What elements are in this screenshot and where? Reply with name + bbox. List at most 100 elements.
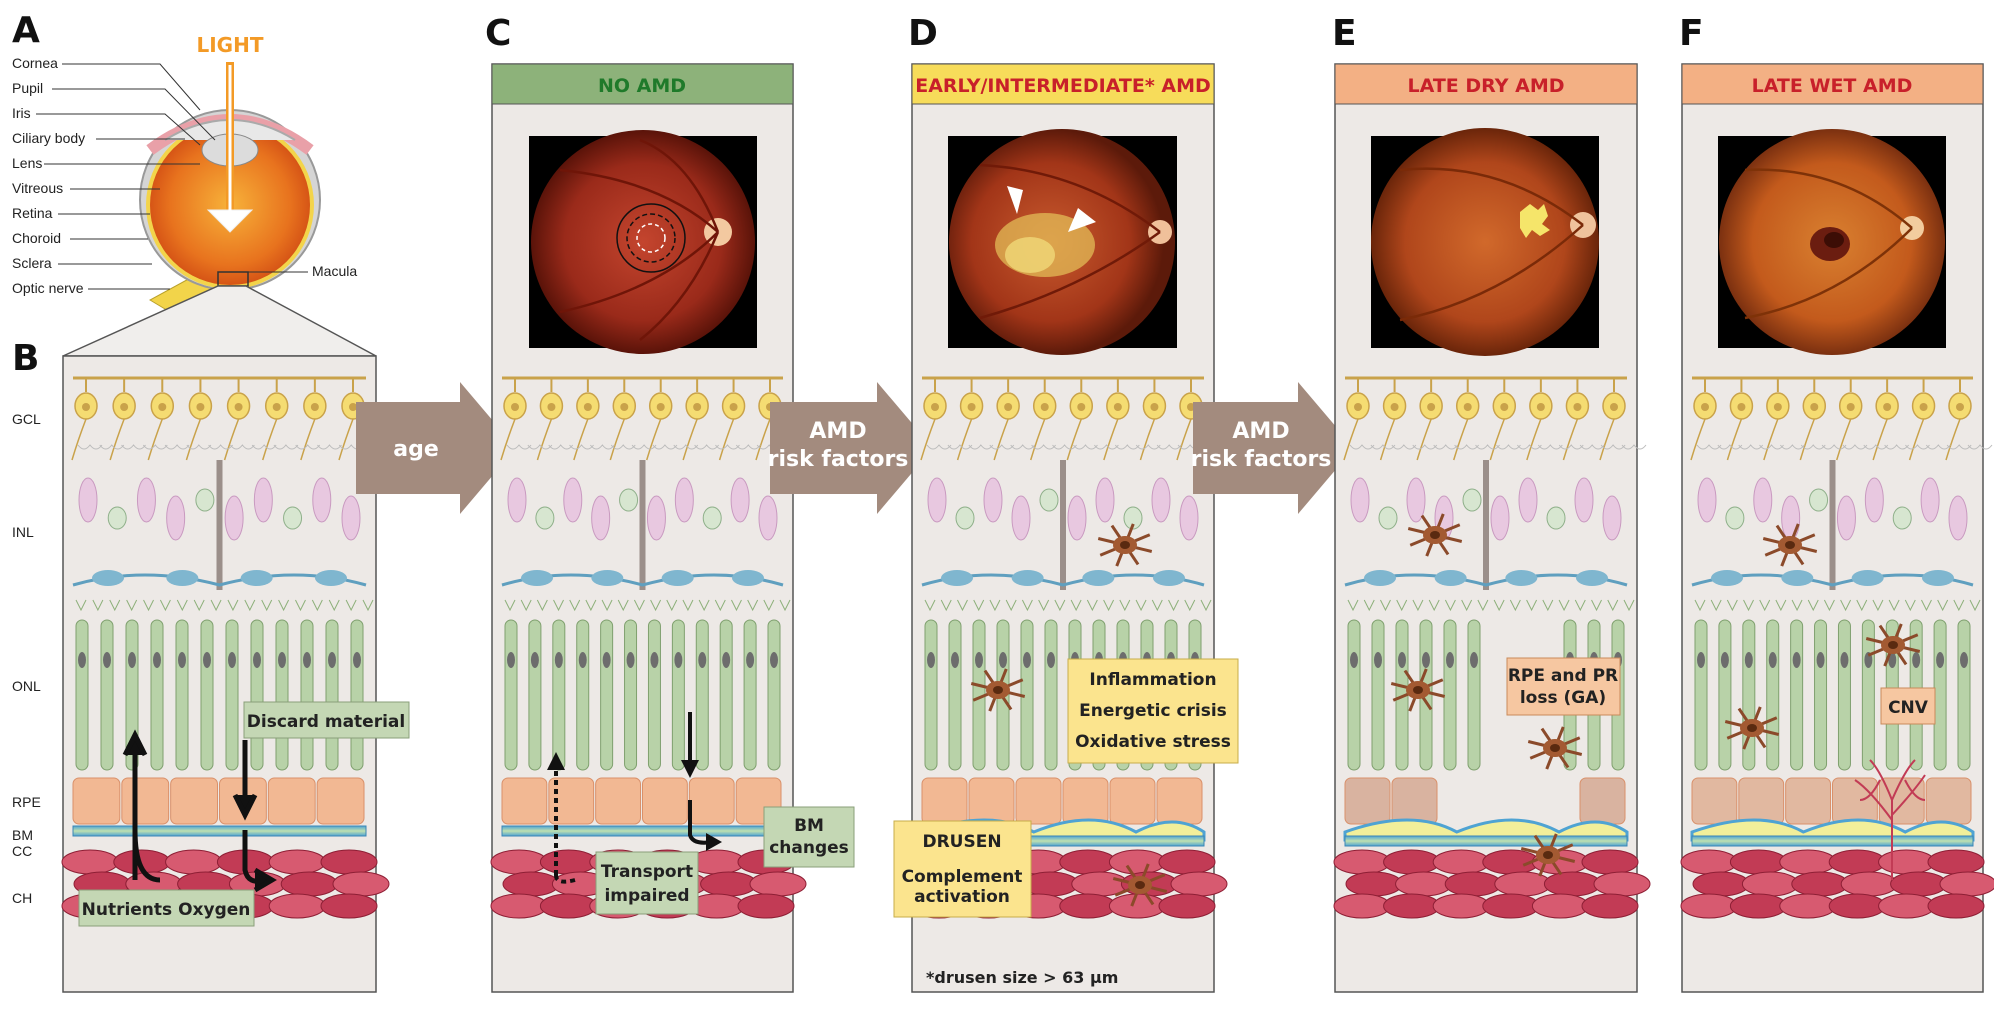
risk-factors-arrow-2 bbox=[1193, 382, 1354, 514]
nutrients-oxygen-label: Nutrients Oxygen bbox=[82, 900, 251, 920]
inner-nuclear-cells bbox=[78, 460, 361, 590]
eye-label-choroid: Choroid bbox=[12, 230, 61, 246]
panel-d-header bbox=[911, 63, 1215, 105]
bruchs-membrane bbox=[1343, 818, 1629, 847]
age-arrow bbox=[356, 382, 516, 514]
choroid-vessels bbox=[1333, 849, 1651, 919]
eye-label-optic-nerve: Optic nerve bbox=[12, 280, 84, 296]
stress-box bbox=[1067, 658, 1239, 764]
layer-label-bm: BM bbox=[12, 827, 33, 843]
macrophage-cell bbox=[1407, 513, 1463, 557]
outer-plexiform-layer bbox=[924, 599, 1212, 612]
retina-layers-e bbox=[1333, 376, 1651, 919]
transport-impaired-line2: impaired bbox=[604, 886, 689, 906]
fundus-photo-normal bbox=[529, 130, 757, 354]
choroid-vessels bbox=[1680, 849, 1994, 919]
panel-e-header-label: LATE DRY AMD bbox=[1407, 75, 1564, 97]
outer-plexiform-layer bbox=[75, 599, 374, 612]
rpe-layer bbox=[1344, 777, 1626, 825]
stress-oxidative: Oxidative stress bbox=[1075, 732, 1231, 752]
macrophage-cell bbox=[1527, 726, 1583, 770]
horizontal-cells bbox=[72, 570, 367, 587]
cnv-box bbox=[1880, 687, 1936, 725]
panel-label-c: C bbox=[485, 13, 511, 54]
panel-label-a: A bbox=[12, 10, 40, 51]
risk-factors-arrow-1-line2: risk factors bbox=[768, 447, 909, 472]
bruchs-membrane bbox=[1690, 818, 1975, 847]
macrophage-cell bbox=[1520, 833, 1576, 877]
macrophage-cell bbox=[970, 668, 1026, 712]
discard-material-label: Discard material bbox=[247, 712, 405, 732]
layer-label-rpe: RPE bbox=[12, 794, 41, 810]
macrophage-cell bbox=[1724, 706, 1780, 750]
outer-plexiform-layer bbox=[1694, 599, 1981, 612]
light-label: LIGHT bbox=[197, 33, 264, 57]
macrophage-cell bbox=[1865, 623, 1921, 667]
rpe-pr-loss-box bbox=[1506, 657, 1621, 716]
layer-labels: GCL INL ONL RPE BM CC CH bbox=[12, 411, 41, 906]
cnv-label: CNV bbox=[1888, 698, 1929, 718]
inner-plexiform-layer bbox=[506, 444, 803, 450]
outer-plexiform-layer bbox=[1347, 599, 1635, 612]
eye-label-iris: Iris bbox=[12, 105, 31, 121]
photoreceptors bbox=[504, 619, 781, 771]
zoom-wedge bbox=[62, 285, 377, 357]
horizontal-cells bbox=[1344, 570, 1628, 587]
fundus-photo-early-amd bbox=[948, 129, 1177, 355]
drusen-footnote: *drusen size > 63 µm bbox=[926, 968, 1118, 987]
eye-label-ciliary-body: Ciliary body bbox=[12, 130, 85, 146]
macrophage-cell bbox=[1390, 668, 1446, 712]
discard-material-box bbox=[243, 701, 410, 739]
stress-inflammation: Inflammation bbox=[1089, 670, 1216, 690]
panel-f-header bbox=[1681, 63, 1984, 105]
ganglion-cells bbox=[500, 378, 782, 461]
ganglion-cells bbox=[1343, 378, 1626, 461]
nutrients-oxygen-box bbox=[78, 889, 255, 927]
horizontal-cells bbox=[1691, 570, 1974, 587]
eye-illustration bbox=[139, 62, 321, 316]
complement-line2: activation bbox=[914, 887, 1010, 907]
panel-b-flow-arrows bbox=[122, 729, 277, 893]
fundus-photo-dry-amd bbox=[1371, 128, 1599, 356]
inner-plexiform-layer bbox=[1349, 444, 1647, 450]
panel-label-d: D bbox=[908, 13, 938, 54]
risk-factors-arrow-1-line1: AMD bbox=[809, 419, 866, 444]
panel-c-header-label: NO AMD bbox=[598, 75, 686, 97]
layer-label-cc: CC bbox=[12, 843, 32, 859]
panel-f-header-label: LATE WET AMD bbox=[1752, 75, 1913, 97]
layer-label-gcl: GCL bbox=[12, 411, 41, 427]
drusen-label: DRUSEN bbox=[922, 832, 1001, 852]
bm-changes-line2: changes bbox=[769, 838, 849, 858]
ganglion-cells bbox=[1690, 378, 1972, 461]
bruchs-membrane bbox=[72, 825, 367, 837]
complement-line1: Complement bbox=[902, 867, 1023, 887]
layer-label-ch: CH bbox=[12, 890, 32, 906]
transport-impaired-line1: Transport bbox=[601, 862, 693, 882]
horizontal-cells bbox=[921, 570, 1205, 587]
age-arrow-label: age bbox=[393, 437, 439, 462]
risk-factors-arrow-2-line2: risk factors bbox=[1191, 447, 1332, 472]
horizontal-cells bbox=[501, 570, 784, 587]
eye-label-pupil: Pupil bbox=[12, 80, 43, 96]
fundus-photo-wet-amd bbox=[1718, 129, 1946, 355]
layer-label-onl: ONL bbox=[12, 678, 41, 694]
risk-factors-arrow-2-line1: AMD bbox=[1232, 419, 1289, 444]
bruchs-membrane bbox=[501, 825, 784, 837]
rpe-pr-loss-line1: RPE and PR bbox=[1508, 666, 1618, 686]
macrophage-cell bbox=[1112, 863, 1168, 907]
outer-plexiform-layer bbox=[504, 599, 791, 612]
eye-part-labels: Cornea Pupil Iris Ciliary body Lens Vitr… bbox=[12, 55, 357, 296]
layer-label-inl: INL bbox=[12, 524, 34, 540]
inner-nuclear-cells bbox=[507, 460, 778, 590]
bm-changes-line1: BM bbox=[794, 816, 824, 836]
panel-e-header bbox=[1334, 63, 1638, 105]
inner-nuclear-cells bbox=[1697, 460, 1968, 590]
drusen-box bbox=[893, 820, 1032, 918]
eye-label-lens: Lens bbox=[12, 155, 42, 171]
macrophage-cell bbox=[1762, 523, 1818, 567]
macrophage-cell bbox=[1097, 523, 1153, 567]
panel-c-header bbox=[491, 63, 794, 105]
rpe-pr-loss-line2: loss (GA) bbox=[1520, 688, 1606, 708]
cnv-vessels bbox=[1854, 759, 1926, 880]
